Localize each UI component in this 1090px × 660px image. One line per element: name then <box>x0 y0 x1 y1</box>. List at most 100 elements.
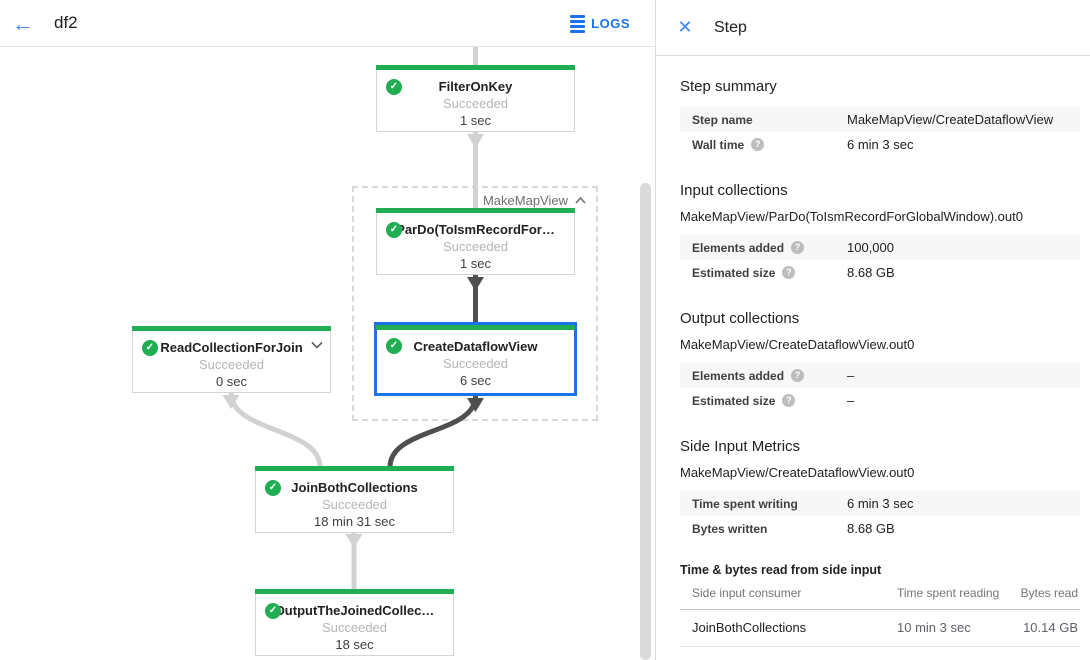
panel-header: ✕ Step <box>656 0 1090 56</box>
node-title: CreateDataflowView <box>413 339 538 354</box>
job-name: df2 <box>54 13 78 32</box>
success-check-icon: ✓ <box>386 79 402 95</box>
help-icon[interactable]: ? <box>751 138 765 151</box>
section-side-input-metrics: Side Input Metrics MakeMapView/CreateDat… <box>680 438 1080 541</box>
table-heading: Time & bytes read from side input <box>680 563 882 577</box>
logs-button-label: LOGS <box>591 16 630 31</box>
metric-row-step-name: Step name MakeMapView/CreateDataflowView <box>680 107 1080 132</box>
section-output-collections: Output collections MakeMapView/CreateDat… <box>680 310 1080 413</box>
success-check-icon: ✓ <box>265 480 281 496</box>
section-step-summary: Step summary Step name MakeMapView/Creat… <box>680 78 1080 157</box>
table-row: JoinBothCollections 10 min 3 sec 10.14 G… <box>680 610 1080 647</box>
collection-name: MakeMapView/CreateDataflowView.out0 <box>680 465 915 480</box>
node-status-bar <box>376 65 575 70</box>
success-check-icon: ✓ <box>265 603 281 619</box>
graph-node-createdataflowview-selected[interactable]: ✓ CreateDataflowView Succeeded 6 sec <box>374 322 577 396</box>
help-icon[interactable]: ? <box>791 241 805 254</box>
graph-node-pardo-toismrecord[interactable]: ✓ ParDo(ToIsmRecordFor… Succeeded 1 sec <box>376 208 575 275</box>
job-graph-canvas[interactable]: MakeMapView ✓ FilterOnKey Succeeded 1 se… <box>0 0 655 660</box>
node-time: 18 sec <box>335 637 374 652</box>
node-time: 18 min 31 sec <box>314 514 395 529</box>
metric-value: – <box>847 368 855 383</box>
node-status-bar <box>376 325 575 330</box>
time-spent-reading-cell: 10 min 3 sec <box>897 620 971 635</box>
section-heading: Side Input Metrics <box>680 438 801 455</box>
metric-row-elements-added: Elements added ? 100,000 <box>680 235 1080 260</box>
metric-label: Wall time <box>692 137 745 152</box>
node-title: ParDo(ToIsmRecordFor… <box>396 222 555 237</box>
node-status-bar <box>376 208 575 213</box>
column-header: Bytes read <box>1020 586 1078 600</box>
table-header-row: Side input consumer Time spent reading B… <box>680 586 1080 610</box>
metric-label: Elements added <box>692 368 785 383</box>
collection-name: MakeMapView/ParDo(ToIsmRecordForGlobalWi… <box>680 209 1023 224</box>
graph-node-joinbothcollections[interactable]: ✓ JoinBothCollections Succeeded 18 min 3… <box>255 466 454 533</box>
graph-node-outputthejoined[interactable]: ✓ OutputTheJoinedCollec… Succeeded 18 se… <box>255 589 454 656</box>
metric-value: – <box>847 393 855 408</box>
column-header: Time spent reading <box>897 586 1000 600</box>
success-check-icon: ✓ <box>386 338 402 354</box>
node-title: JoinBothCollections <box>291 480 418 495</box>
success-check-icon: ✓ <box>142 340 158 356</box>
section-heading: Input collections <box>680 182 788 199</box>
logs-list-icon <box>570 14 586 33</box>
group-collapse-toggle[interactable]: MakeMapView <box>483 193 586 208</box>
section-heading: Output collections <box>680 310 800 327</box>
node-status: Succeeded <box>442 239 509 254</box>
help-icon[interactable]: ? <box>791 369 805 382</box>
metric-label: Estimated size <box>692 393 776 408</box>
bytes-read-cell: 10.14 GB <box>1023 620 1078 635</box>
help-icon[interactable]: ? <box>782 394 796 407</box>
metric-label: Step name <box>692 112 753 127</box>
metric-row-bytes-written: Bytes written 8.68 GB <box>680 516 1080 541</box>
node-time: 1 sec <box>459 113 492 128</box>
metric-row-time-spent-writing: Time spent writing 6 min 3 sec <box>680 491 1080 516</box>
node-status: Succeeded <box>321 497 388 512</box>
metric-value: MakeMapView/CreateDataflowView <box>847 112 1054 127</box>
graph-node-filteronkey[interactable]: ✓ FilterOnKey Succeeded 1 sec <box>376 65 575 132</box>
panel-divider <box>655 0 656 660</box>
metric-label: Elements added <box>692 240 785 255</box>
node-time: 1 sec <box>459 256 492 271</box>
logs-button[interactable]: LOGS <box>570 0 630 47</box>
section-heading: Step summary <box>680 78 777 95</box>
metric-row-elements-added: Elements added ? – <box>680 363 1080 388</box>
chevron-up-icon <box>575 197 586 204</box>
success-check-icon: ✓ <box>386 222 402 238</box>
node-status-bar <box>132 326 331 331</box>
metric-value: 6 min 3 sec <box>847 137 914 152</box>
metric-label: Estimated size <box>692 265 776 280</box>
node-status: Succeeded <box>321 620 388 635</box>
help-icon[interactable]: ? <box>782 266 796 279</box>
metric-label: Time spent writing <box>692 496 798 511</box>
metric-row-estimated-size: Estimated size ? – <box>680 388 1080 413</box>
node-title: FilterOnKey <box>438 79 513 94</box>
side-input-read-table: Time & bytes read from side input Side i… <box>680 563 1080 647</box>
panel-title: Step <box>714 18 747 36</box>
top-bar: ← df2 LOGS <box>0 0 656 47</box>
metric-value: 8.68 GB <box>847 521 895 536</box>
node-status-bar <box>255 589 454 594</box>
node-title: OutputTheJoinedCollec… <box>274 603 435 618</box>
section-input-collections: Input collections MakeMapView/ParDo(ToIs… <box>680 182 1080 285</box>
node-time: 6 sec <box>459 373 492 388</box>
node-time: 0 sec <box>215 374 248 389</box>
node-status: Succeeded <box>442 96 509 111</box>
side-input-consumer-cell: JoinBothCollections <box>692 620 807 635</box>
metric-value: 6 min 3 sec <box>847 496 914 511</box>
back-arrow-icon[interactable]: ← <box>12 10 34 36</box>
step-details-panel: ✕ Step Step summary Step name MakeMapVie… <box>656 0 1090 660</box>
metric-value: 100,000 <box>847 240 894 255</box>
panel-body: Step summary Step name MakeMapView/Creat… <box>656 56 1090 647</box>
graph-node-readcollectionforjoin[interactable]: ✓ ReadCollectionForJoin Succeeded 0 sec <box>132 326 331 393</box>
chevron-down-icon[interactable] <box>311 341 323 349</box>
node-title: ReadCollectionForJoin <box>160 340 303 355</box>
close-icon[interactable]: ✕ <box>677 17 693 37</box>
graph-vertical-scrollbar[interactable] <box>640 183 651 660</box>
node-status: Succeeded <box>198 357 265 372</box>
metric-label: Bytes written <box>692 521 768 536</box>
metric-row-estimated-size: Estimated size ? 8.68 GB <box>680 260 1080 285</box>
metric-row-wall-time: Wall time ? 6 min 3 sec <box>680 132 1080 157</box>
column-header: Side input consumer <box>692 586 802 600</box>
node-status: Succeeded <box>442 356 509 371</box>
